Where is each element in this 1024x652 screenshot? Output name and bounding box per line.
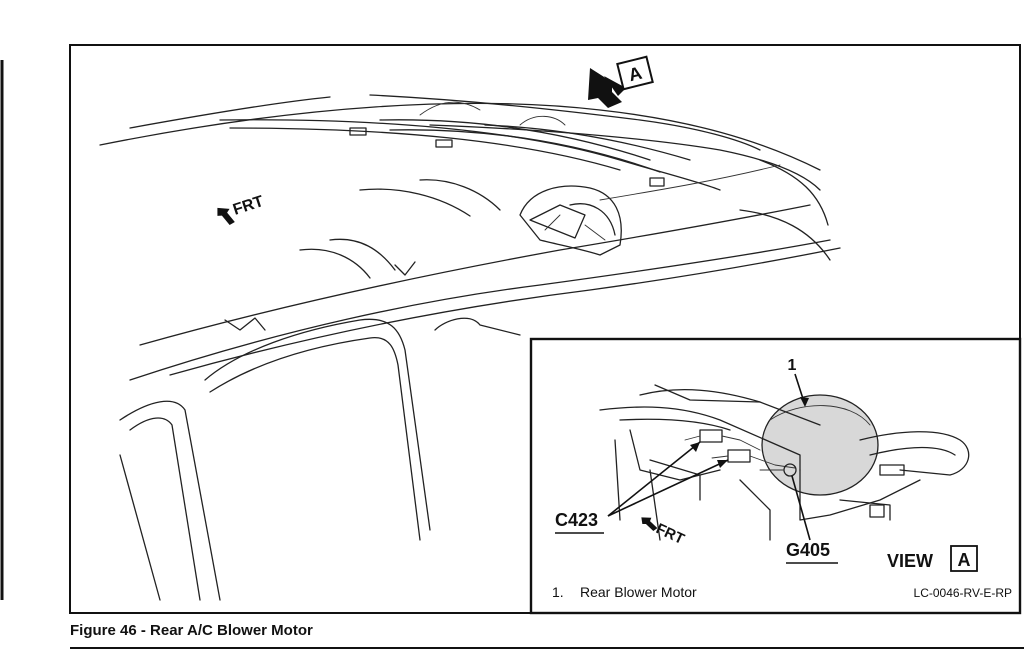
callout-1: 1 <box>788 357 809 407</box>
view-word: VIEW <box>887 551 933 571</box>
legend-item-1: 1. Rear Blower Motor <box>552 584 697 600</box>
legend-number: 1. <box>552 584 564 600</box>
inset-front-arrow-icon <box>641 517 658 532</box>
view-a-label: VIEW A <box>887 545 978 572</box>
view-a-marker-letter: A <box>627 63 644 86</box>
callout-number: 1 <box>788 357 797 374</box>
view-letter: A <box>958 550 971 570</box>
inset-illustration <box>599 384 970 541</box>
connector-c423-label: C423 <box>555 510 598 530</box>
view-letter-box <box>950 545 978 572</box>
roof-illustration <box>99 94 841 601</box>
legend-text: Rear Blower Motor <box>580 584 697 600</box>
front-arrow-icon <box>217 207 235 226</box>
figure-code: LC-0046-RV-E-RP <box>914 586 1012 600</box>
ground-g405-label: G405 <box>786 540 830 560</box>
figure-caption: Figure 46 - Rear A/C Blower Motor <box>70 622 313 639</box>
ground-g405-callout: G405 <box>786 475 838 564</box>
view-a-marker-box: A <box>616 55 654 91</box>
connector-c423-callout: C423 <box>555 441 729 534</box>
view-a-arrow <box>588 68 626 108</box>
blower-motor <box>761 394 879 496</box>
